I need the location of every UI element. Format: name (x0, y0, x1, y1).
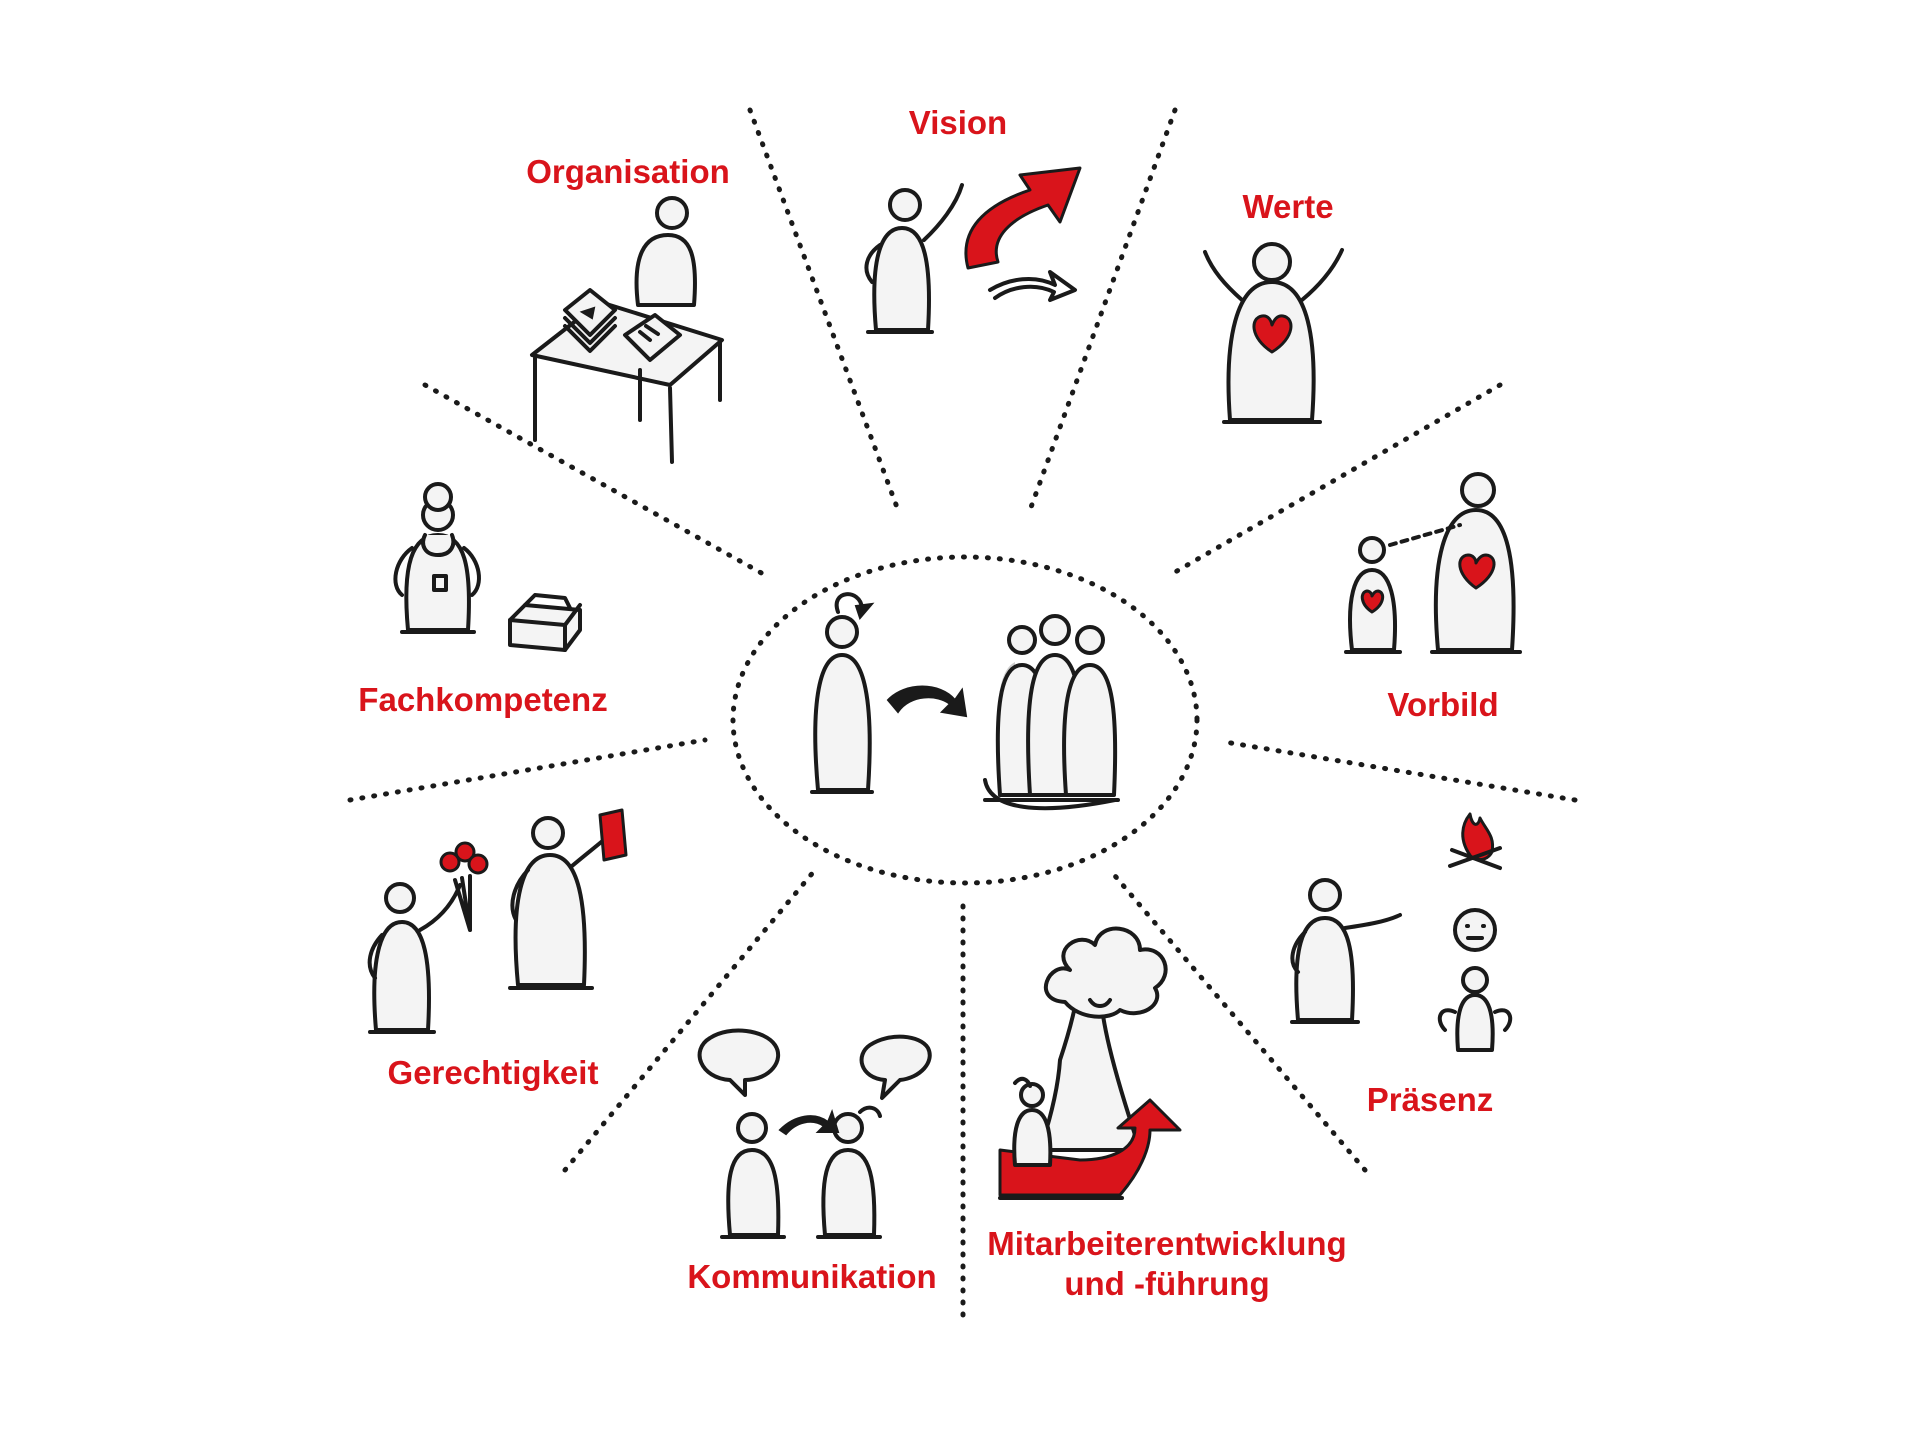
label-mitarbeiter: Mitarbeiterentwicklung und -führung (987, 1225, 1347, 1302)
label-organisation: Organisation (526, 153, 730, 190)
separator-line (1027, 107, 1178, 513)
flowers-red-card-icon (367, 808, 628, 1034)
presence-icon (1290, 812, 1513, 1052)
heart-figure-icon (1203, 242, 1344, 424)
separator-line (422, 382, 768, 578)
separator-line (562, 867, 818, 1173)
craftsman-toolbox-icon (393, 482, 582, 652)
pointing-arrow-icon (864, 166, 1082, 334)
label-werte: Werte (1242, 188, 1334, 225)
center-ellipse (730, 554, 1200, 886)
separator-line (1167, 382, 1503, 578)
desk-papers-icon (530, 196, 724, 464)
separator-line (347, 737, 708, 803)
label-vision: Vision (908, 104, 1008, 141)
separator-line (747, 107, 901, 513)
separator-line (1222, 739, 1578, 803)
label-praesenz: Präsenz (1366, 1081, 1494, 1118)
label-gerechtigkeit: Gerechtigkeit (387, 1054, 599, 1091)
label-fachkompetenz: Fachkompetenz (358, 681, 608, 718)
role-model-icon (1344, 472, 1522, 654)
label-vorbild: Vorbild (1387, 686, 1499, 723)
separators (347, 107, 1578, 1318)
leader-with-team-icon (810, 592, 1120, 811)
growth-tree-icon (998, 926, 1182, 1200)
speech-bubbles-icon (697, 1028, 932, 1239)
label-kommunikation: Kommunikation (687, 1258, 937, 1295)
